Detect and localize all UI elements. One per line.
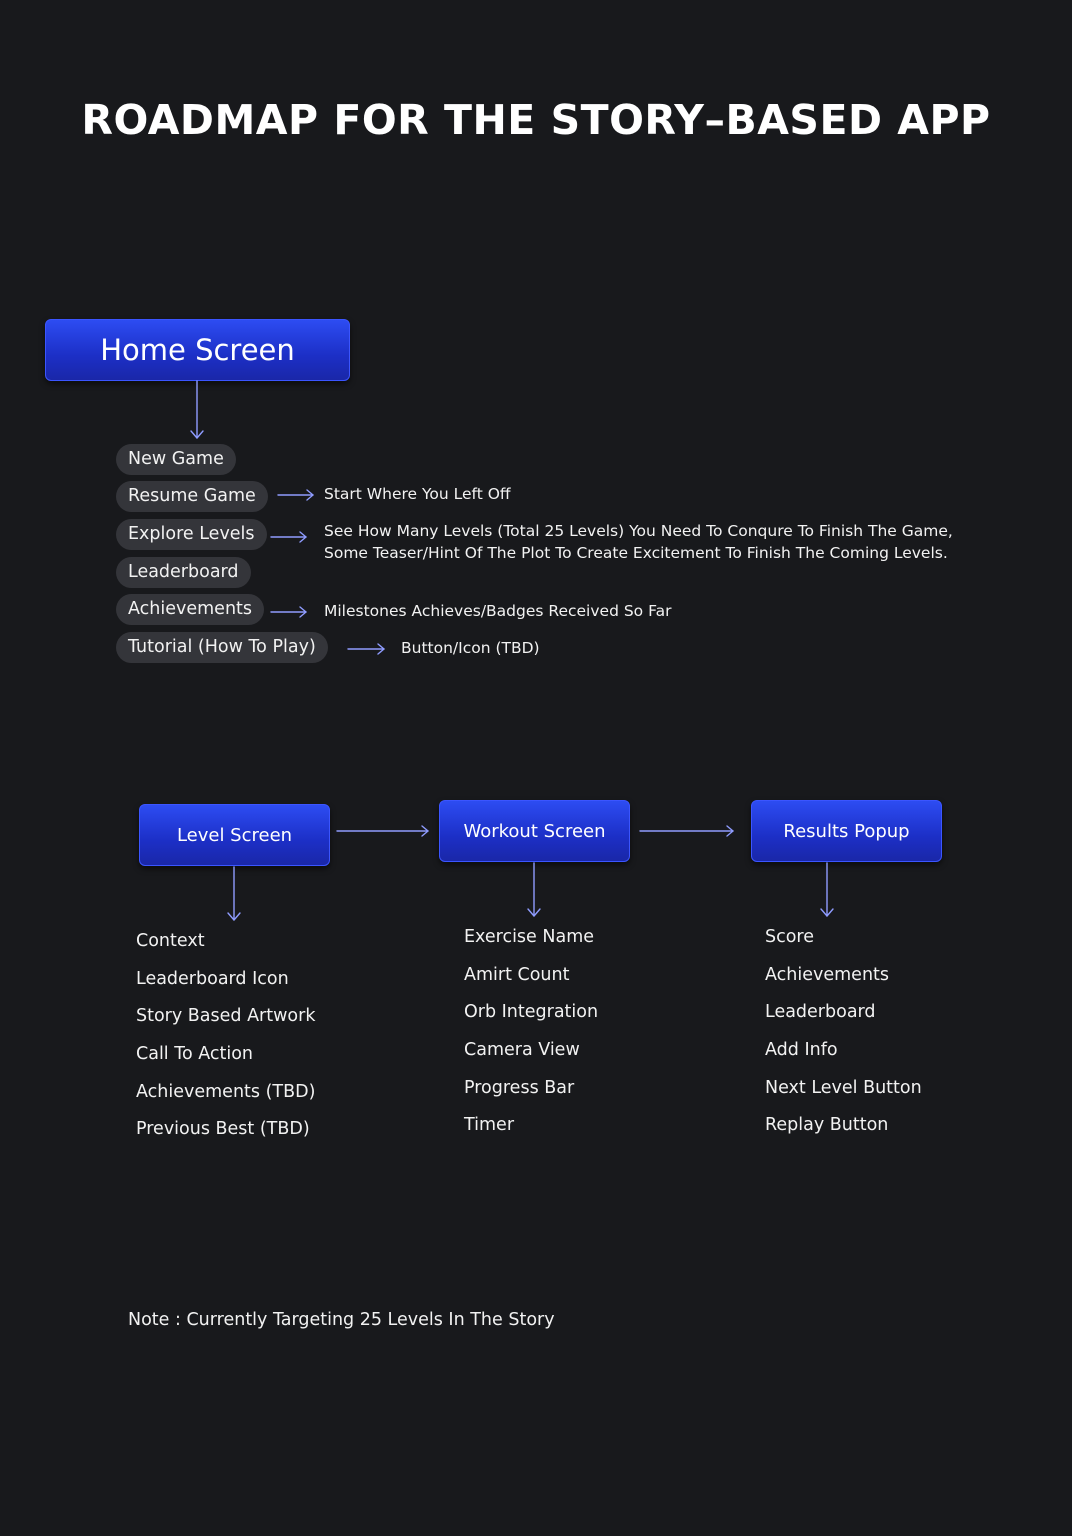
workout-screen-box: Workout Screen xyxy=(439,800,630,862)
workout-screen-label: Workout Screen xyxy=(463,820,606,842)
results-popup-item: Add Info xyxy=(765,1040,838,1060)
workout-screen-item: Orb Integration xyxy=(464,1002,599,1022)
explore-levels-description-line-1: See How Many Levels (Total 25 Levels) Yo… xyxy=(324,522,953,540)
footer-note: Note : Currently Targeting 25 Levels In … xyxy=(128,1310,555,1330)
menu-item-label: New Game xyxy=(128,449,224,469)
level-screen-label: Level Screen xyxy=(176,824,293,846)
results-popup-item: Replay Button xyxy=(765,1115,889,1135)
menu-item-label: Tutorial (How To Play) xyxy=(128,637,316,657)
menu-item-label: Leaderboard xyxy=(128,562,239,582)
workout-screen-item: Amirt Count xyxy=(464,965,570,985)
results-popup-item: Score xyxy=(765,927,815,947)
resume-game-description: Start Where You Left Off xyxy=(324,485,511,503)
arrow-right-achievements xyxy=(270,606,307,618)
arrow-right-level-to-workout xyxy=(336,825,429,837)
workout-screen-item: Progress Bar xyxy=(464,1078,575,1098)
level-screen-item: Call To Action xyxy=(136,1044,254,1064)
menu-item-label: Explore Levels xyxy=(128,524,255,544)
home-screen-box: Home Screen xyxy=(45,319,350,381)
arrow-right-explore xyxy=(270,531,307,543)
results-popup-item: Achievements xyxy=(765,965,890,985)
menu-item-leaderboard: Leaderboard xyxy=(116,557,251,588)
results-popup-item: Leaderboard xyxy=(765,1002,876,1022)
menu-item-label: Resume Game xyxy=(128,486,256,506)
achievements-description: Milestones Achieves/Badges Received So F… xyxy=(324,602,672,620)
workout-screen-item: Exercise Name xyxy=(464,927,595,947)
level-screen-item: Story Based Artwork xyxy=(136,1006,316,1026)
menu-item-new-game: New Game xyxy=(116,444,236,475)
menu-item-tutorial: Tutorial (How To Play) xyxy=(116,632,328,663)
level-screen-item: Leaderboard Icon xyxy=(136,969,289,989)
level-screen-box: Level Screen xyxy=(139,804,330,866)
arrow-right-workout-to-results xyxy=(639,825,734,837)
level-screen-item: Previous Best (TBD) xyxy=(136,1119,310,1139)
results-popup-item: Next Level Button xyxy=(765,1078,922,1098)
level-screen-item: Context xyxy=(136,931,205,951)
workout-screen-item: Timer xyxy=(464,1115,515,1135)
arrow-down-workout xyxy=(527,862,541,917)
menu-item-resume-game: Resume Game xyxy=(116,481,268,512)
level-screen-item: Achievements (TBD) xyxy=(136,1082,316,1102)
page-title: ROADMAP FOR THE STORY–BASED APP xyxy=(81,96,991,144)
arrow-down-results xyxy=(820,862,834,917)
menu-item-achievements: Achievements xyxy=(116,594,265,625)
explore-levels-description-line-2: Some Teaser/Hint Of The Plot To Create E… xyxy=(324,544,948,562)
home-screen-label: Home Screen xyxy=(100,333,295,367)
arrow-right-tutorial xyxy=(347,643,385,655)
arrow-down-level xyxy=(227,866,241,921)
menu-item-label: Achievements xyxy=(128,599,253,619)
tutorial-description: Button/Icon (TBD) xyxy=(401,639,540,657)
arrow-down-home xyxy=(190,380,204,439)
workout-screen-item: Camera View xyxy=(464,1040,580,1060)
menu-item-explore-levels: Explore Levels xyxy=(116,519,267,550)
results-popup-box: Results Popup xyxy=(751,800,942,862)
results-popup-label: Results Popup xyxy=(783,820,910,842)
arrow-right-resume xyxy=(277,489,314,501)
